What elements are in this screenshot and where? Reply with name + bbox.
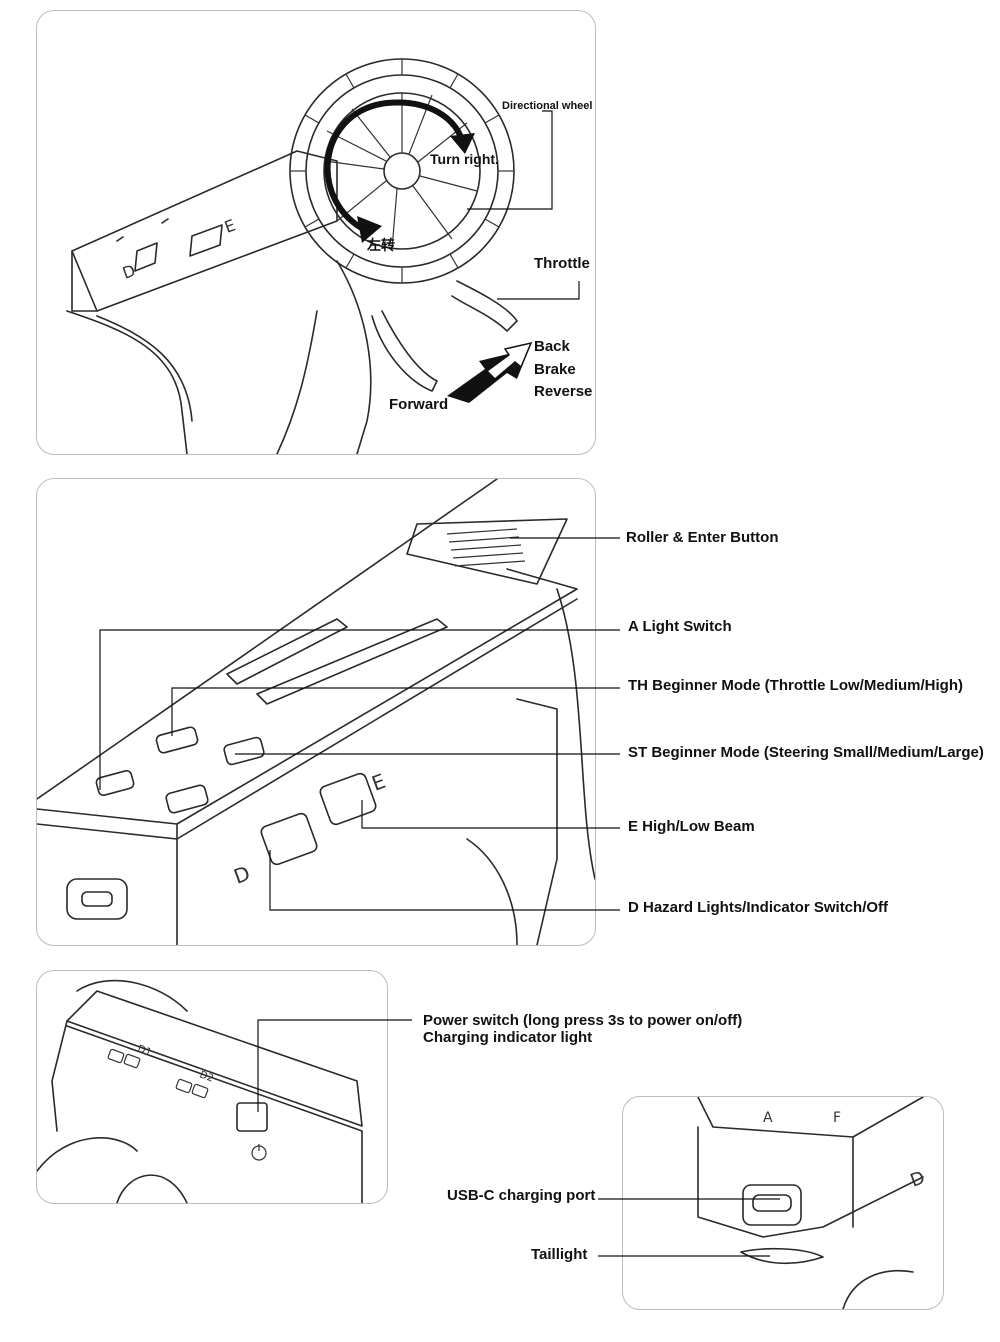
svg-text:D2: D2 xyxy=(198,1069,215,1084)
d-hazard-label: D Hazard Lights/Indicator Switch/Off xyxy=(628,899,889,916)
panel-power: D1 D2 xyxy=(36,970,388,1204)
svg-text:F: F xyxy=(833,1110,841,1126)
svg-text:D1: D1 xyxy=(136,1043,153,1058)
brake-label: Brake xyxy=(534,361,576,378)
throttle-label: Throttle xyxy=(534,255,590,272)
back-label: Back xyxy=(534,338,570,355)
forward-label: Forward xyxy=(389,396,449,413)
panel-usb-taillight: D A F xyxy=(622,1096,944,1310)
svg-text:D: D xyxy=(231,861,254,889)
st-beginner-mode-label: ST Beginner Mode (Steering Small/Medium/… xyxy=(628,744,984,761)
transmitter-top-illustration: D E xyxy=(37,479,595,945)
transmitter-power-illustration: D1 D2 xyxy=(37,979,363,1203)
th-beginner-mode-label: TH Beginner Mode (Throttle Low/Medium/Hi… xyxy=(628,677,963,694)
power-switch-label: Power switch (long press 3s to power on/… xyxy=(423,1012,743,1029)
roller-enter-label: Roller & Enter Button xyxy=(626,529,779,546)
transmitter-side-illustration: D E xyxy=(66,58,580,454)
svg-text:D: D xyxy=(908,1167,928,1191)
directional-wheel-label: Directional wheel xyxy=(502,100,593,112)
taillight-label: Taillight xyxy=(531,1246,588,1263)
reverse-label: Reverse xyxy=(534,383,593,400)
turn-left-label: 左转 xyxy=(367,237,395,253)
transmitter-back-illustration: D A F xyxy=(697,1097,928,1309)
svg-text:A: A xyxy=(763,1110,773,1126)
e-beam-label: E High/Low Beam xyxy=(628,818,755,835)
panel-wheel-throttle: D E xyxy=(36,10,596,455)
panel-top-switches: D E xyxy=(36,478,596,946)
charging-indicator-label: Charging indicator light xyxy=(423,1029,593,1046)
svg-text:E: E xyxy=(222,215,238,236)
usb-c-port-label: USB-C charging port xyxy=(447,1187,596,1204)
a-light-switch-label: A Light Switch xyxy=(628,618,732,635)
svg-text:D: D xyxy=(120,261,138,283)
turn-right-label: Turn right. xyxy=(430,151,499,167)
